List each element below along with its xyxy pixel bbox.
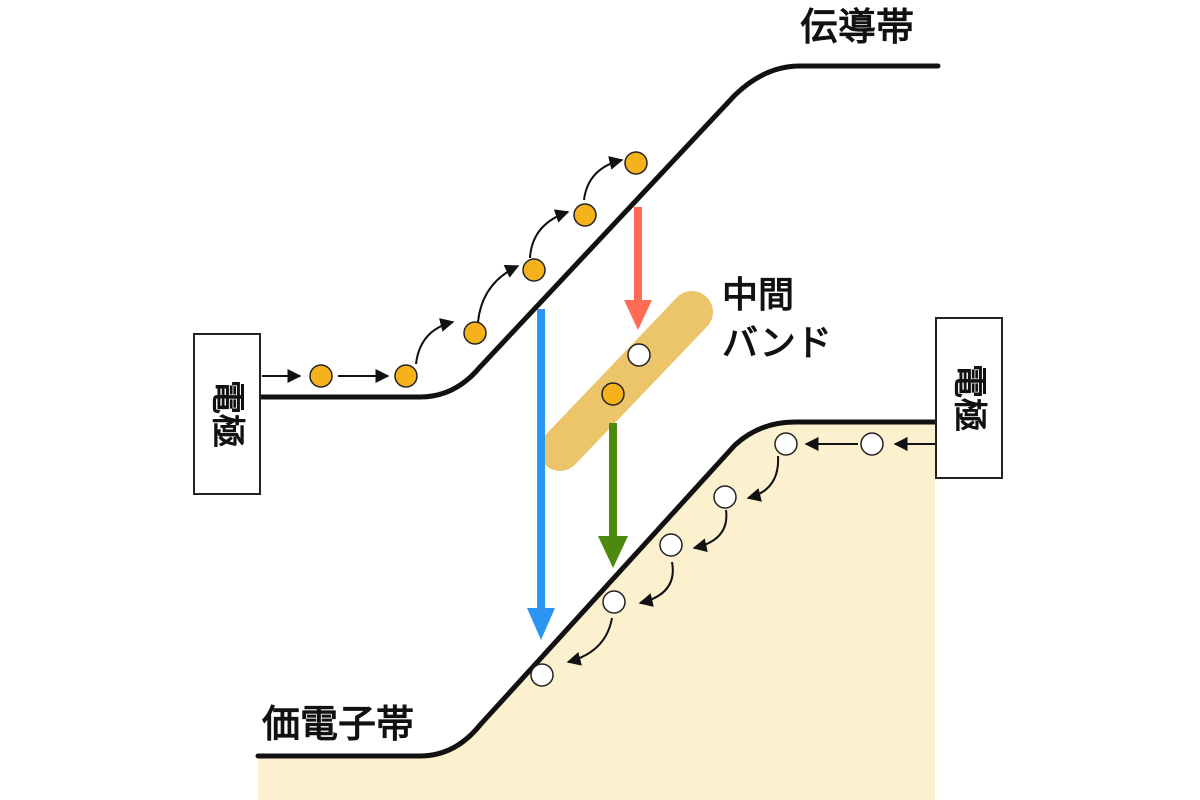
- valence-band-fill: [258, 422, 935, 800]
- valence-band-label: 価電子帯: [261, 702, 414, 746]
- electron-hop-arrow: [583, 156, 624, 201]
- electron: [601, 382, 625, 406]
- electrode-right-label: 電極: [949, 364, 989, 432]
- transition-arrow-red-head: [624, 300, 652, 330]
- mid-band-label-line1: 中間: [722, 275, 794, 316]
- electron-hop-arrow: [529, 209, 570, 259]
- electron: [522, 258, 546, 282]
- hole: [530, 663, 554, 687]
- electron: [573, 203, 597, 227]
- electron-hop-arrow: [477, 265, 520, 323]
- hole-hop-arrow: [746, 455, 780, 502]
- conduction-band-label: 伝導帯: [800, 5, 914, 49]
- hole-hop-arrow: [566, 617, 613, 666]
- hole: [602, 590, 626, 614]
- mid-band-label-line2: バンド: [722, 323, 832, 364]
- hole-hop-arrow: [638, 561, 674, 607]
- hole: [659, 533, 683, 557]
- electron-hop-arrow: [415, 318, 455, 365]
- hole: [774, 432, 798, 456]
- hole: [713, 485, 737, 509]
- hole: [627, 343, 651, 367]
- electrode-left-label: 電極: [207, 380, 247, 448]
- mid-band: [539, 291, 713, 471]
- electron: [394, 364, 418, 388]
- hole: [860, 432, 884, 456]
- valence-band-line: [255, 419, 938, 759]
- electrode-left-box: [193, 333, 261, 495]
- hole-hop-arrow: [692, 509, 728, 553]
- electrode-right-box: [935, 317, 1003, 479]
- transition-arrow-green-head: [598, 536, 628, 568]
- electron: [463, 321, 487, 345]
- electron: [309, 364, 333, 388]
- conduction-band-line: [255, 63, 941, 400]
- transition-arrow-blue-head: [527, 608, 555, 640]
- electron: [624, 151, 648, 175]
